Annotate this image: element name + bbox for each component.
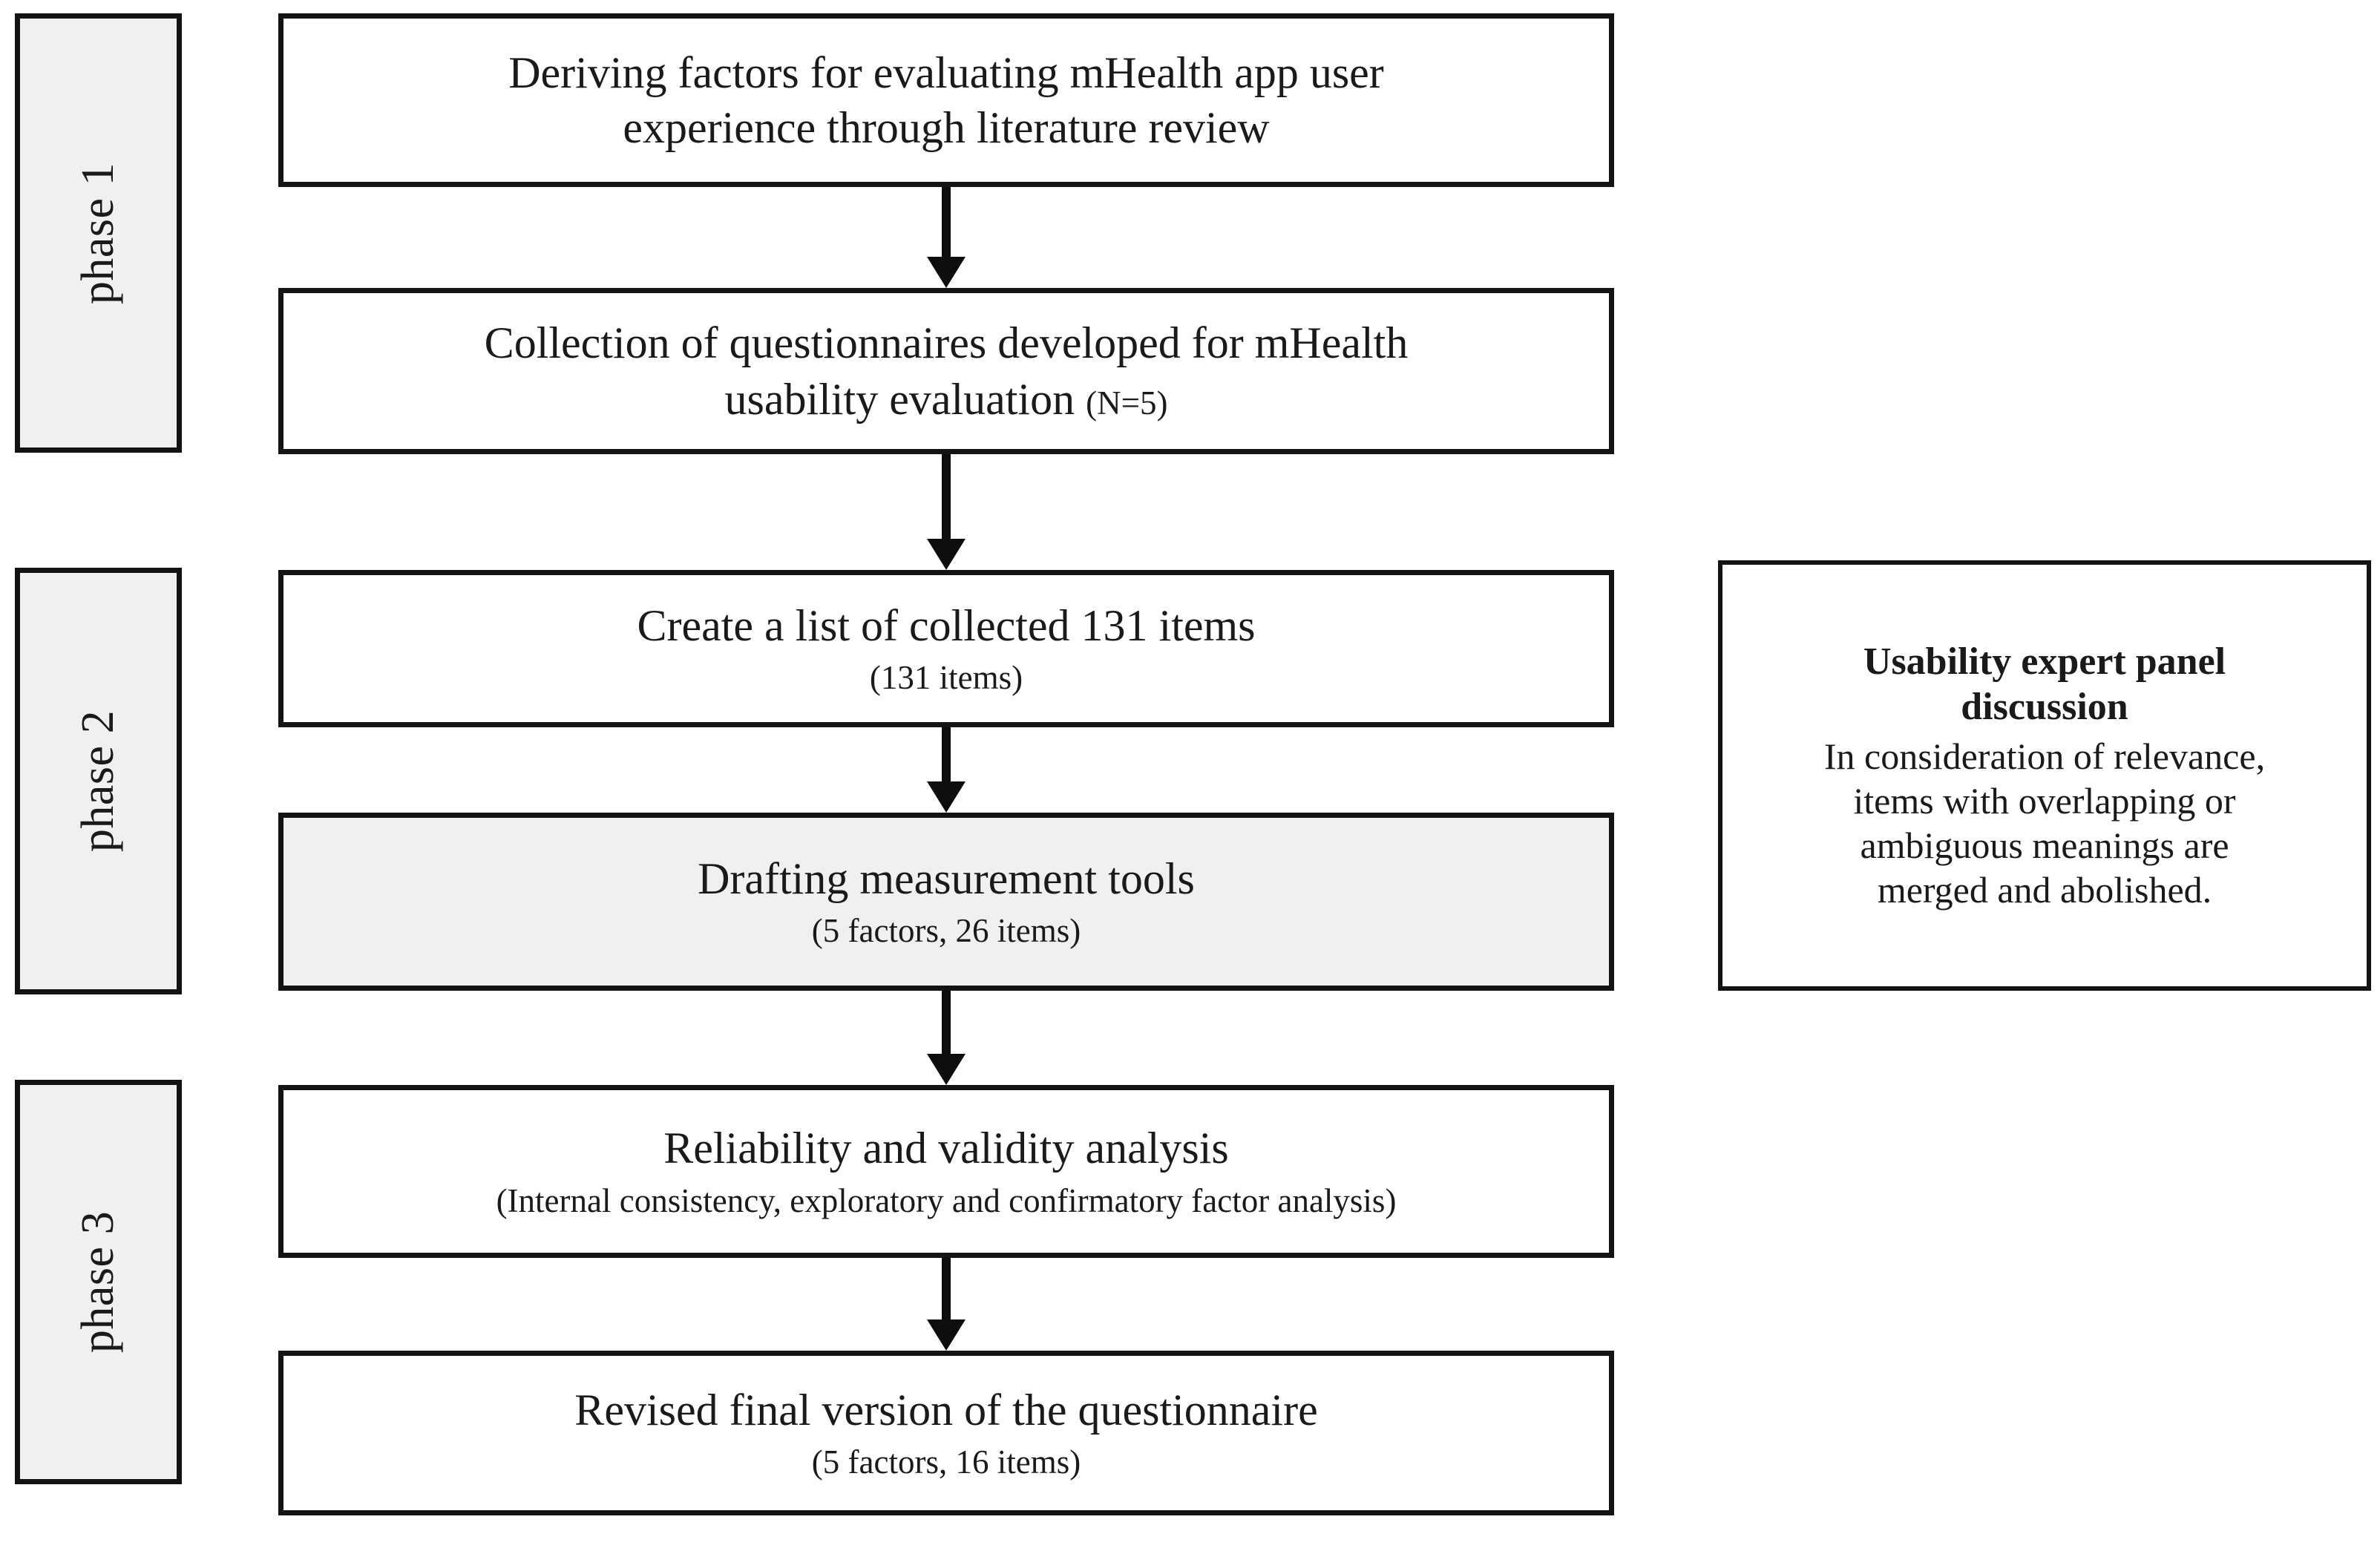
step-2-main-line2: usability evaluation (N=5)	[695, 372, 1198, 427]
step-2-line2-text: usability evaluation	[724, 375, 1086, 424]
step-3-sub-text: (131 items)	[869, 659, 1023, 697]
step-5-sub-text: (Internal consistency, exploratory and c…	[496, 1181, 1397, 1219]
step-box-2: Collection of questionnaires developed f…	[278, 288, 1614, 454]
step-6-main-text: Revised final version of the questionnai…	[574, 1385, 1318, 1435]
phase-label-2: phase 2	[72, 709, 123, 853]
step-box-3: Create a list of collected 131 items (13…	[278, 570, 1614, 727]
side-panel-title: Usability expert panel discussion	[1863, 640, 2226, 728]
step-4-main-text: Drafting measurement tools	[698, 853, 1195, 903]
step-2-main-text: Collection of questionnaires developed f…	[484, 318, 1409, 367]
step-4-sub-text: (5 factors, 26 items)	[811, 912, 1081, 950]
step-box-4: Drafting measurement tools (5 factors, 2…	[278, 813, 1614, 991]
step-box-1: Deriving factors for evaluating mHealth …	[278, 13, 1614, 187]
step-1-main-text: Deriving factors for evaluating mHealth …	[508, 47, 1384, 152]
step-6-sub-text: (5 factors, 16 items)	[811, 1443, 1081, 1481]
step-5-main-text: Reliability and validity analysis	[663, 1124, 1229, 1173]
step-3-main-text: Create a list of collected 131 items	[637, 600, 1256, 650]
step-box-5: Reliability and validity analysis (Inter…	[278, 1085, 1614, 1258]
usability-expert-panel-box: Usability expert panel discussion In con…	[1718, 560, 2371, 991]
phase-box-2: phase 2	[15, 568, 182, 994]
phase-label-3: phase 3	[72, 1210, 123, 1354]
step-box-6: Revised final version of the questionnai…	[278, 1351, 1614, 1515]
step-2-sample-size: (N=5)	[1086, 384, 1168, 422]
phase-box-1: phase 1	[15, 13, 182, 453]
side-panel-body: In consideration of relevance, items wit…	[1823, 735, 2266, 911]
phase-box-3: phase 3	[15, 1080, 182, 1484]
phase-label-1: phase 1	[72, 162, 123, 304]
